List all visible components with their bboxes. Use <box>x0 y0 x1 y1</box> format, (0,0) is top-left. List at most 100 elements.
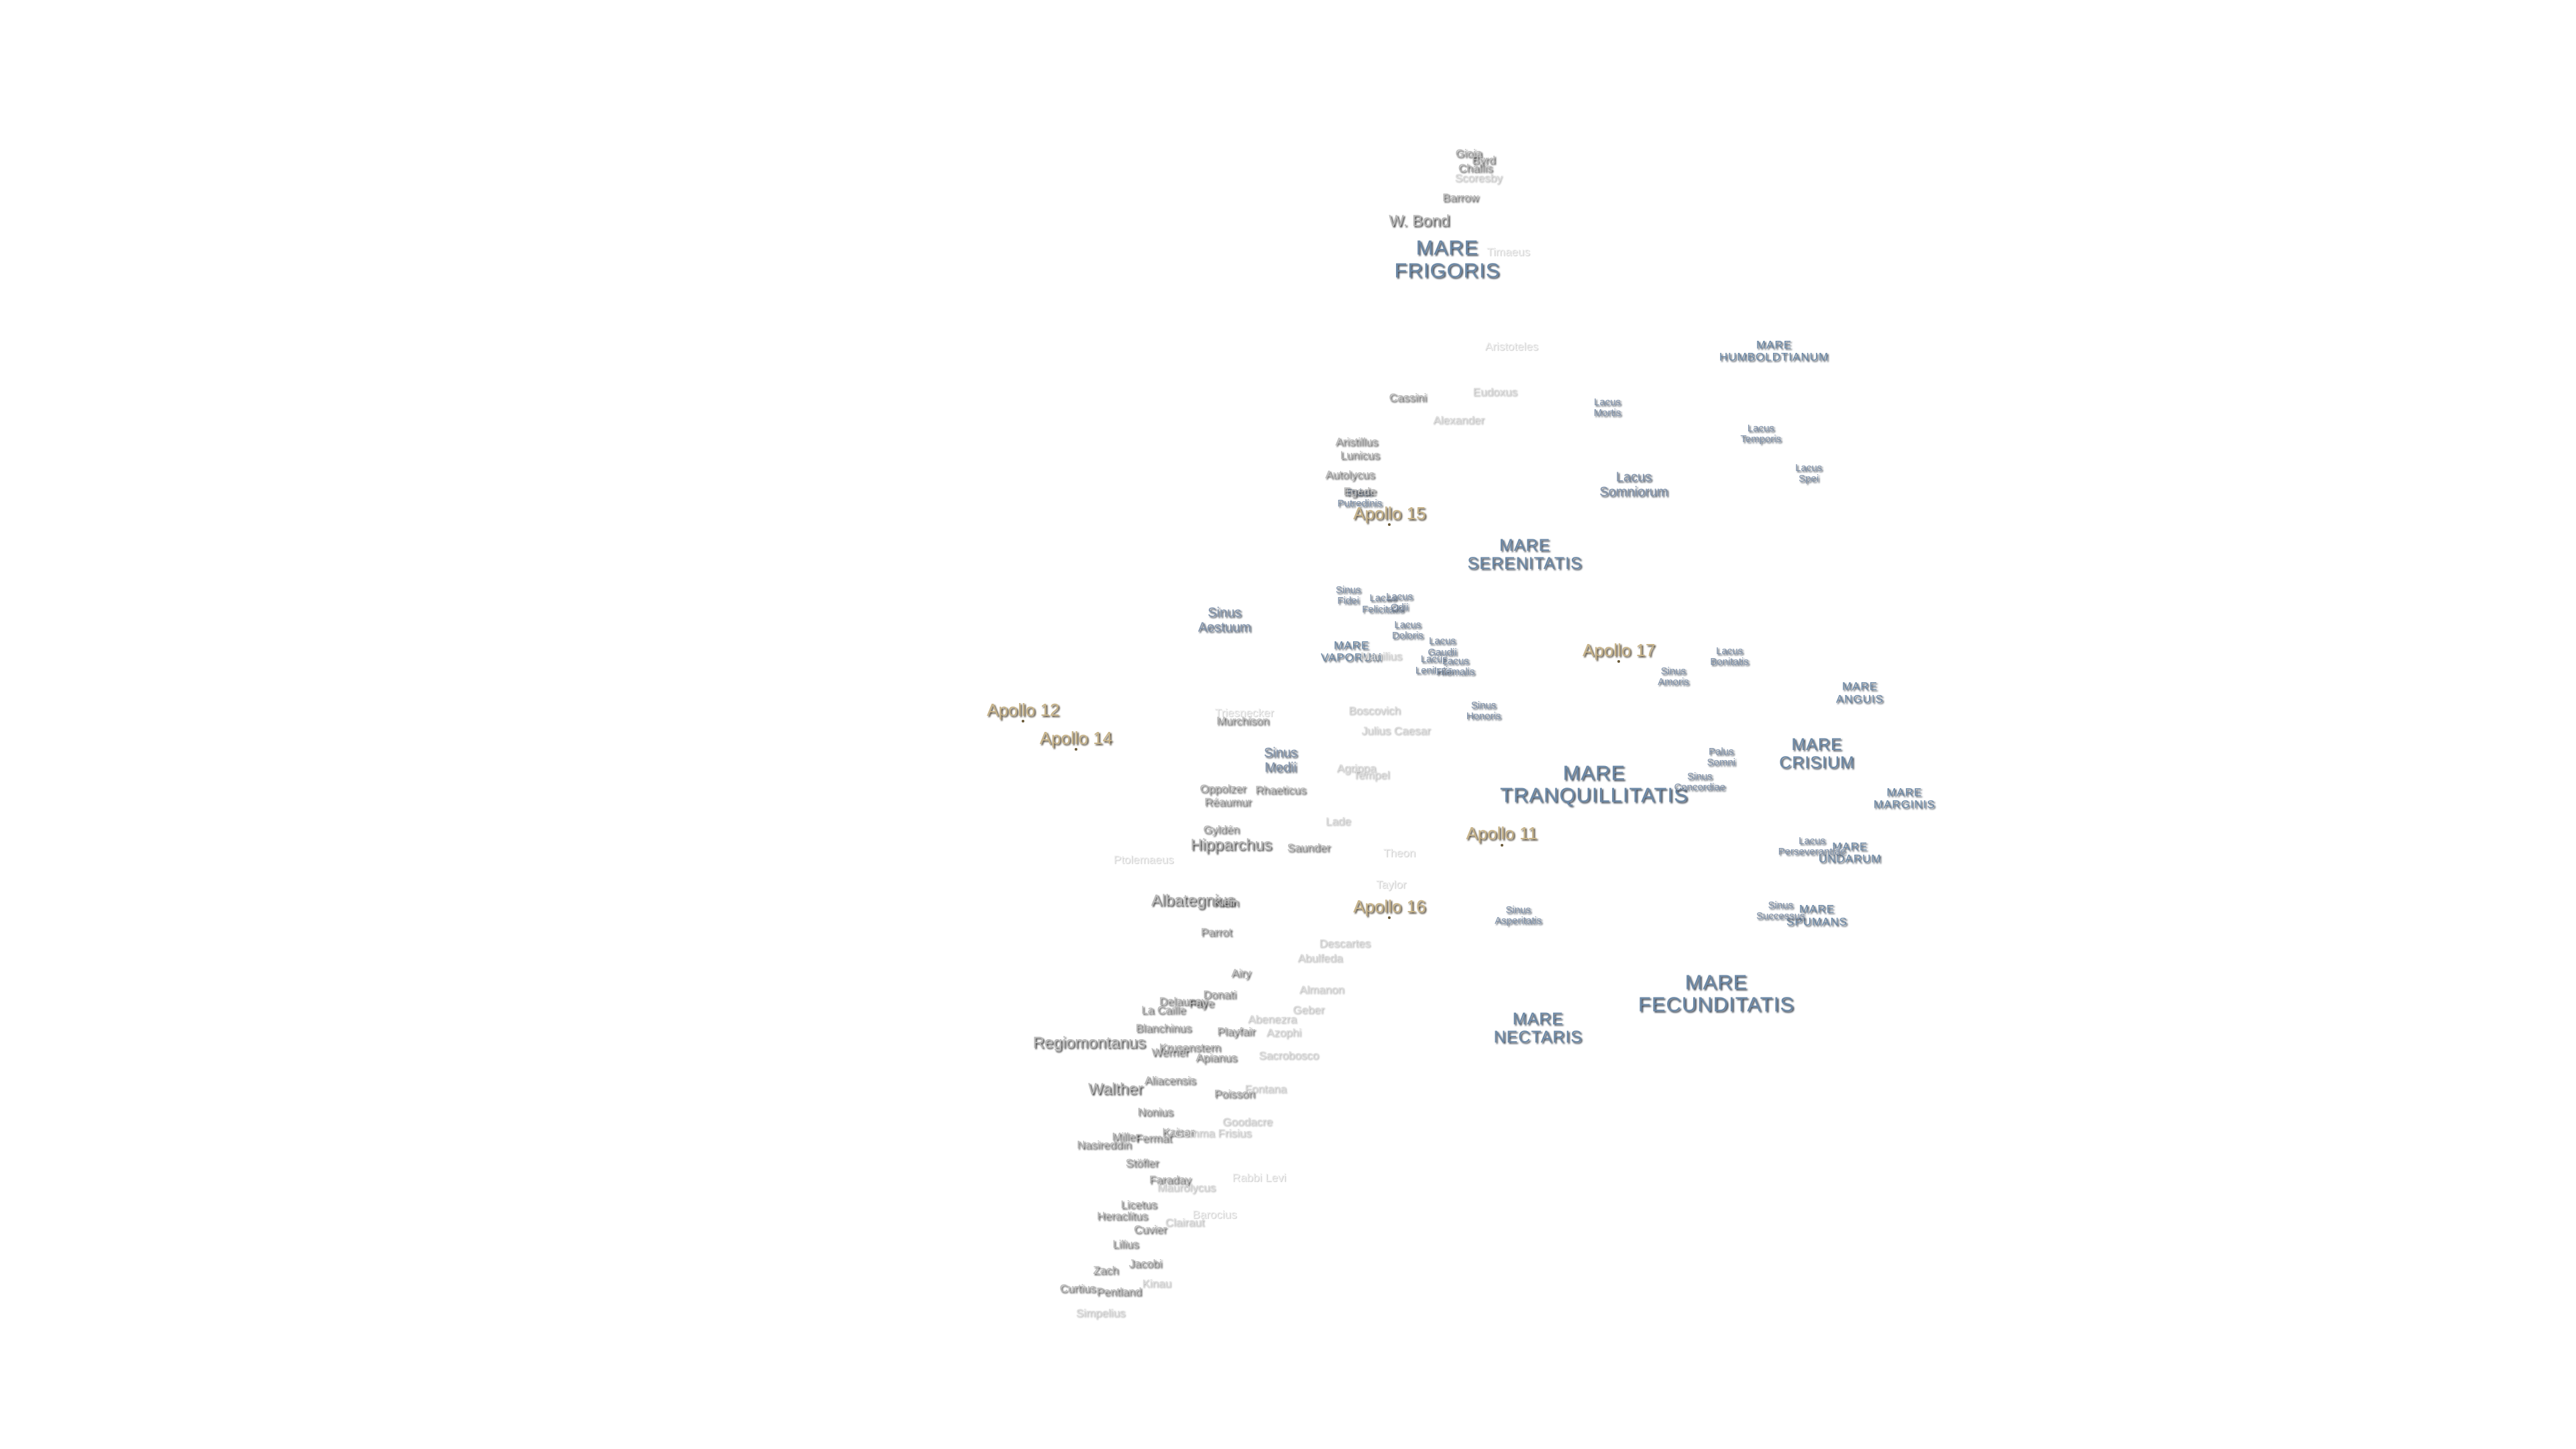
crater-label-hipparchus: Hipparchus <box>1190 835 1272 854</box>
crater-label-miller: Miller <box>1112 1130 1140 1143</box>
crater-label-poisson: Poisson <box>1214 1087 1255 1100</box>
crater-label-clairaut: Clairaut <box>1165 1216 1205 1229</box>
crater-label-ptolemaeus: Ptolemaeus <box>1113 853 1174 866</box>
crater-label-jacobi: Jacobi <box>1128 1257 1162 1271</box>
crater-label-licetus: Licetus <box>1120 1197 1157 1211</box>
crater-label-cassini: Cassini <box>1389 390 1427 404</box>
apollo-label-apollo-16: Apollo 16 <box>1353 896 1426 916</box>
crater-label-autolycus: Autolycus <box>1325 468 1375 482</box>
crater-label-manilius: Manilius <box>1360 649 1403 663</box>
crater-label-abenezra: Abenezra <box>1248 1013 1297 1026</box>
crater-label-donati: Donati <box>1203 988 1236 1002</box>
apollo-landing-marker <box>1074 747 1077 751</box>
crater-label-barocius: Barocius <box>1192 1208 1237 1221</box>
crater-label-byrd: Byrd <box>1472 153 1496 166</box>
crater-label-nonius: Nonius <box>1137 1105 1173 1118</box>
crater-label-krusenstern: Krusenstern <box>1159 1040 1221 1054</box>
apollo-label-apollo-12: Apollo 12 <box>986 699 1060 720</box>
crater-label-la-caille: La Caille <box>1141 1003 1186 1016</box>
crater-label-r-aumur: Réaumur <box>1204 795 1252 808</box>
crater-label-lade: Lade <box>1326 814 1351 828</box>
crater-label-w-bond: W. Bond <box>1389 211 1450 230</box>
crater-label-julius-caesar: Julius Caesar <box>1361 724 1431 737</box>
crater-label-oppolzer: Oppolzer <box>1199 782 1246 795</box>
crater-label-aristoteles: Aristoteles <box>1485 339 1539 353</box>
crater-label-abulfeda: Abulfeda <box>1297 952 1343 965</box>
crater-label-barrow: Barrow <box>1442 191 1479 205</box>
crater-label-cuvier: Cuvier <box>1134 1222 1167 1236</box>
apollo-label-apollo-15: Apollo 15 <box>1353 503 1426 524</box>
crater-label-egede: Egede <box>1343 484 1377 498</box>
crater-label-gioja: Gioja <box>1455 146 1483 160</box>
crater-label-gemma-frisius: Gemma Frisius <box>1174 1126 1252 1140</box>
crater-label-eudoxus: Eudoxus <box>1472 386 1517 399</box>
crater-label-alexander: Alexander <box>1433 414 1485 427</box>
crater-label-faye: Faye <box>1188 996 1214 1010</box>
apollo-landing-marker <box>1388 916 1391 919</box>
crater-label-saunder: Saunder <box>1287 841 1330 855</box>
crater-label-simpelius: Simpelius <box>1075 1306 1126 1320</box>
crater-label-kaiser: Kaiser <box>1162 1125 1195 1138</box>
apollo-landing-marker <box>1500 843 1503 847</box>
crater-label-curtius: Curtius <box>1059 1282 1096 1295</box>
crater-label-theon: Theon <box>1383 846 1416 859</box>
crater-label-sacrobosco: Sacrobosco <box>1258 1049 1320 1063</box>
crater-label-almanon: Almanon <box>1299 983 1345 996</box>
crater-label-aristillus: Aristillus <box>1335 435 1378 449</box>
crater-label-heraclitus: Heraclitus <box>1097 1209 1148 1222</box>
crater-label-delaunay: Delaunay <box>1159 995 1208 1008</box>
apollo-landing-marker <box>1022 720 1025 723</box>
crater-label-albategnius: Albategnius <box>1150 892 1236 910</box>
crater-label-walther: Walther <box>1088 1079 1143 1098</box>
crater-label-faraday: Faraday <box>1148 1173 1191 1186</box>
crater-label-fontana: Fontana <box>1244 1082 1287 1095</box>
apollo-label-apollo-17: Apollo 17 <box>1582 640 1656 661</box>
crater-label-airy: Airy <box>1231 967 1251 980</box>
crater-label-maurolycus: Maurolycus <box>1157 1181 1216 1195</box>
crater-label-boscovich: Boscovich <box>1348 704 1401 718</box>
crater-label-playfair: Playfair <box>1217 1024 1255 1038</box>
crater-label-apianus: Apianus <box>1195 1051 1237 1064</box>
apollo-label-apollo-14: Apollo 14 <box>1039 727 1113 748</box>
crater-label-blanchinus: Blanchinus <box>1135 1021 1191 1034</box>
crater-label-kinau: Kinau <box>1142 1277 1172 1290</box>
crater-label-timaeus: Timaeus <box>1487 246 1530 259</box>
crater-label-triesnecker: Triesnecker <box>1214 706 1274 719</box>
crater-label-rhaeticus: Rhaeticus <box>1255 784 1306 797</box>
crater-label-goodacre: Goodacre <box>1222 1115 1273 1128</box>
crater-label-pentland: Pentland <box>1096 1285 1142 1298</box>
crater-label-lilius: Lilius <box>1112 1237 1139 1250</box>
crater-label-parrot: Parrot <box>1200 925 1232 938</box>
crater-label-challis: Challis <box>1458 161 1493 174</box>
crater-label-azophi: Azophi <box>1266 1026 1301 1039</box>
crater-label-regiomontanus: Regiomontanus <box>1032 1033 1146 1052</box>
crater-label-taylor: Taylor <box>1376 877 1407 891</box>
crater-label-fermat: Fermat <box>1135 1132 1172 1145</box>
